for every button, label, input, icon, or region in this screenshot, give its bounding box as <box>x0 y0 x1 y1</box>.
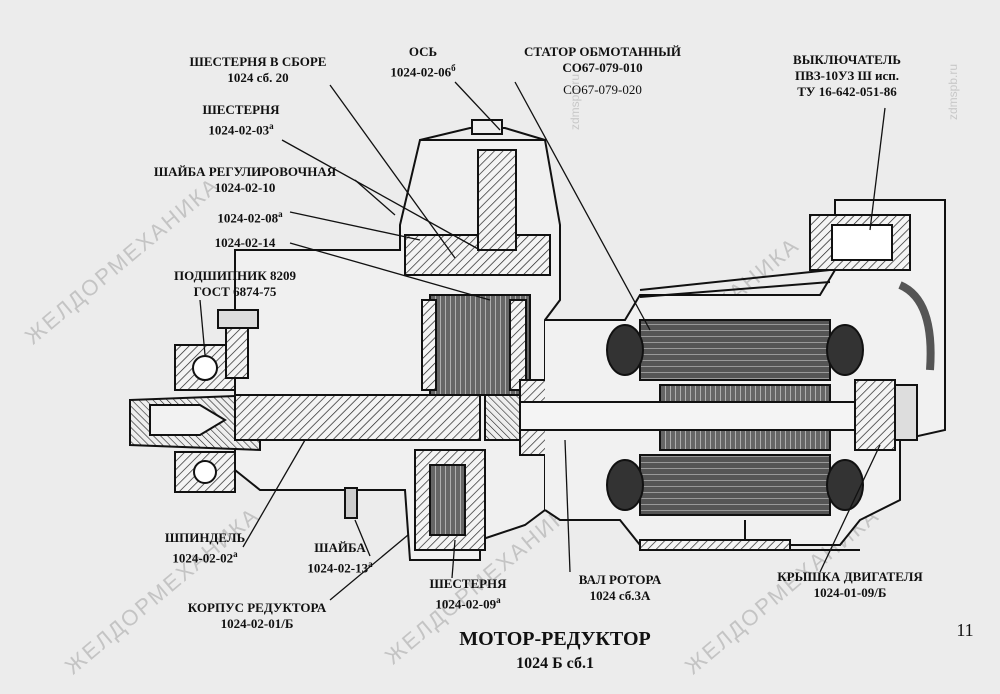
drawing-title: МОТОР-РЕДУКТОР <box>459 628 651 650</box>
label-part-14: 1024-02-14 <box>214 235 276 250</box>
page-number: 11 <box>956 620 974 640</box>
label-gear-top: ШЕСТЕРНЯ 1024-02-03а <box>202 102 280 138</box>
label-part-08: 1024-02-08а <box>217 209 283 226</box>
label-washer: ШАЙБА 1024-02-13а <box>307 540 373 576</box>
label-spindle: ШПИНДЕЛЬ 1024-02-02а <box>164 530 246 566</box>
label-gear-bottom: ШЕСТЕРНЯ 1024-02-09а <box>429 576 507 612</box>
drawing-code: 1024 Б сб.1 <box>516 655 594 672</box>
label-axle: ОСЬ 1024-02-06б <box>390 44 456 80</box>
